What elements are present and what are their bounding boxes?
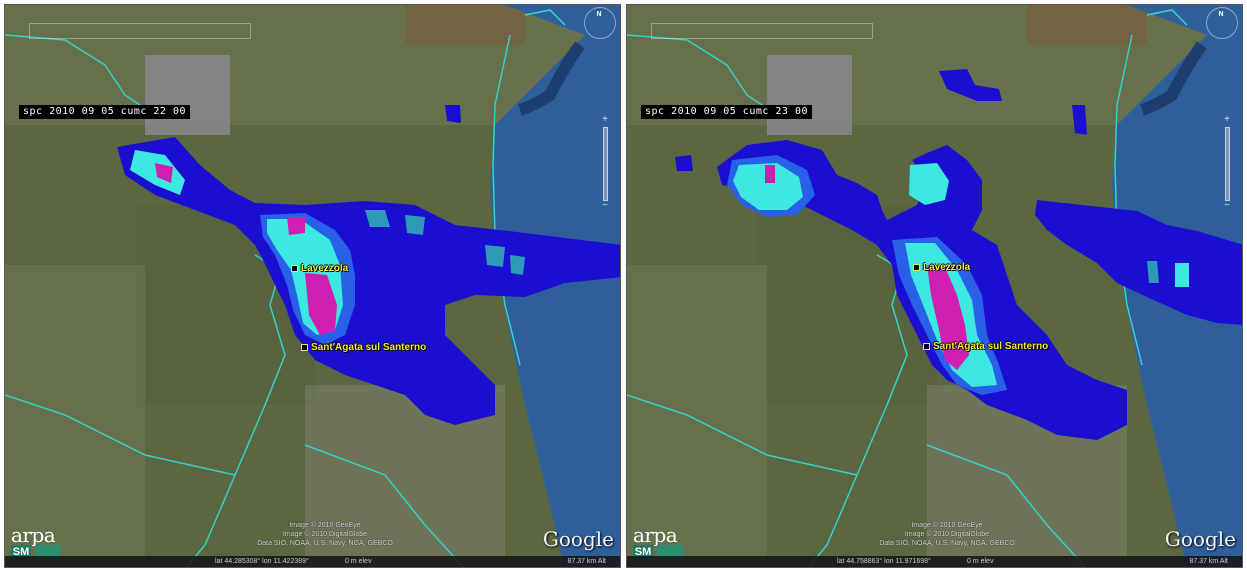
google-logo: Google bbox=[1164, 527, 1236, 551]
place-label-santagata[interactable]: Sant'Agata sul Santerno bbox=[923, 341, 1048, 352]
elevation-readout: 0 m elev bbox=[345, 558, 372, 565]
zoom-slider[interactable]: + − bbox=[598, 115, 612, 211]
timestamp-label: spc 2010 09 05 cumc 22 00 bbox=[19, 105, 191, 119]
satellite-map[interactable] bbox=[627, 5, 1243, 568]
zoom-slider[interactable]: + − bbox=[1220, 115, 1234, 211]
zoom-track[interactable] bbox=[603, 127, 608, 201]
eye-altitude-readout: 87.37 km Alt bbox=[1189, 558, 1228, 565]
place-label-lavezzola[interactable]: Lavezzola bbox=[913, 262, 970, 273]
scale-header-bar bbox=[651, 23, 873, 39]
place-marker-icon bbox=[301, 343, 308, 351]
coordinates-readout: lat 44.758863° lon 11.971698° bbox=[837, 558, 931, 565]
google-logo: Google bbox=[542, 527, 614, 551]
timestamp-label: spc 2010 09 05 cumc 23 00 bbox=[641, 105, 813, 119]
zoom-plus-icon[interactable]: + bbox=[1224, 114, 1230, 125]
status-bar: lat 44.285308° lon 11.422389° 0 m elev 8… bbox=[5, 556, 620, 567]
eye-altitude-readout: 87.37 km Alt bbox=[567, 558, 606, 565]
place-label-santagata[interactable]: Sant'Agata sul Santerno bbox=[301, 342, 426, 353]
imagery-credits: Image © 2010 GeoEye Image © 2010 Digital… bbox=[879, 522, 1015, 547]
place-marker-icon bbox=[923, 342, 930, 350]
zoom-minus-icon[interactable]: − bbox=[602, 200, 608, 211]
imagery-credits: Image © 2010 GeoEye Image © 2010 Digital… bbox=[257, 522, 393, 547]
coordinates-readout: lat 44.285308° lon 11.422389° bbox=[215, 558, 309, 565]
map-panel-right[interactable]: spc 2010 09 05 cumc 23 00 Lavezzola Sant… bbox=[626, 4, 1243, 568]
satellite-map[interactable] bbox=[5, 5, 621, 568]
elevation-readout: 0 m elev bbox=[967, 558, 994, 565]
place-label-lavezzola[interactable]: Lavezzola bbox=[291, 263, 348, 274]
status-bar: lat 44.758863° lon 11.971698° 0 m elev 8… bbox=[627, 556, 1242, 567]
scale-header-bar bbox=[29, 23, 251, 39]
zoom-minus-icon[interactable]: − bbox=[1224, 200, 1230, 211]
compass-icon[interactable]: N bbox=[584, 7, 616, 39]
map-panel-left[interactable]: spc 2010 09 05 cumc 22 00 Lavezzola Sant… bbox=[4, 4, 621, 568]
compass-icon[interactable]: N bbox=[1206, 7, 1238, 39]
zoom-plus-icon[interactable]: + bbox=[602, 114, 608, 125]
place-marker-icon bbox=[291, 264, 298, 272]
zoom-track[interactable] bbox=[1225, 127, 1230, 201]
place-marker-icon bbox=[913, 263, 920, 271]
